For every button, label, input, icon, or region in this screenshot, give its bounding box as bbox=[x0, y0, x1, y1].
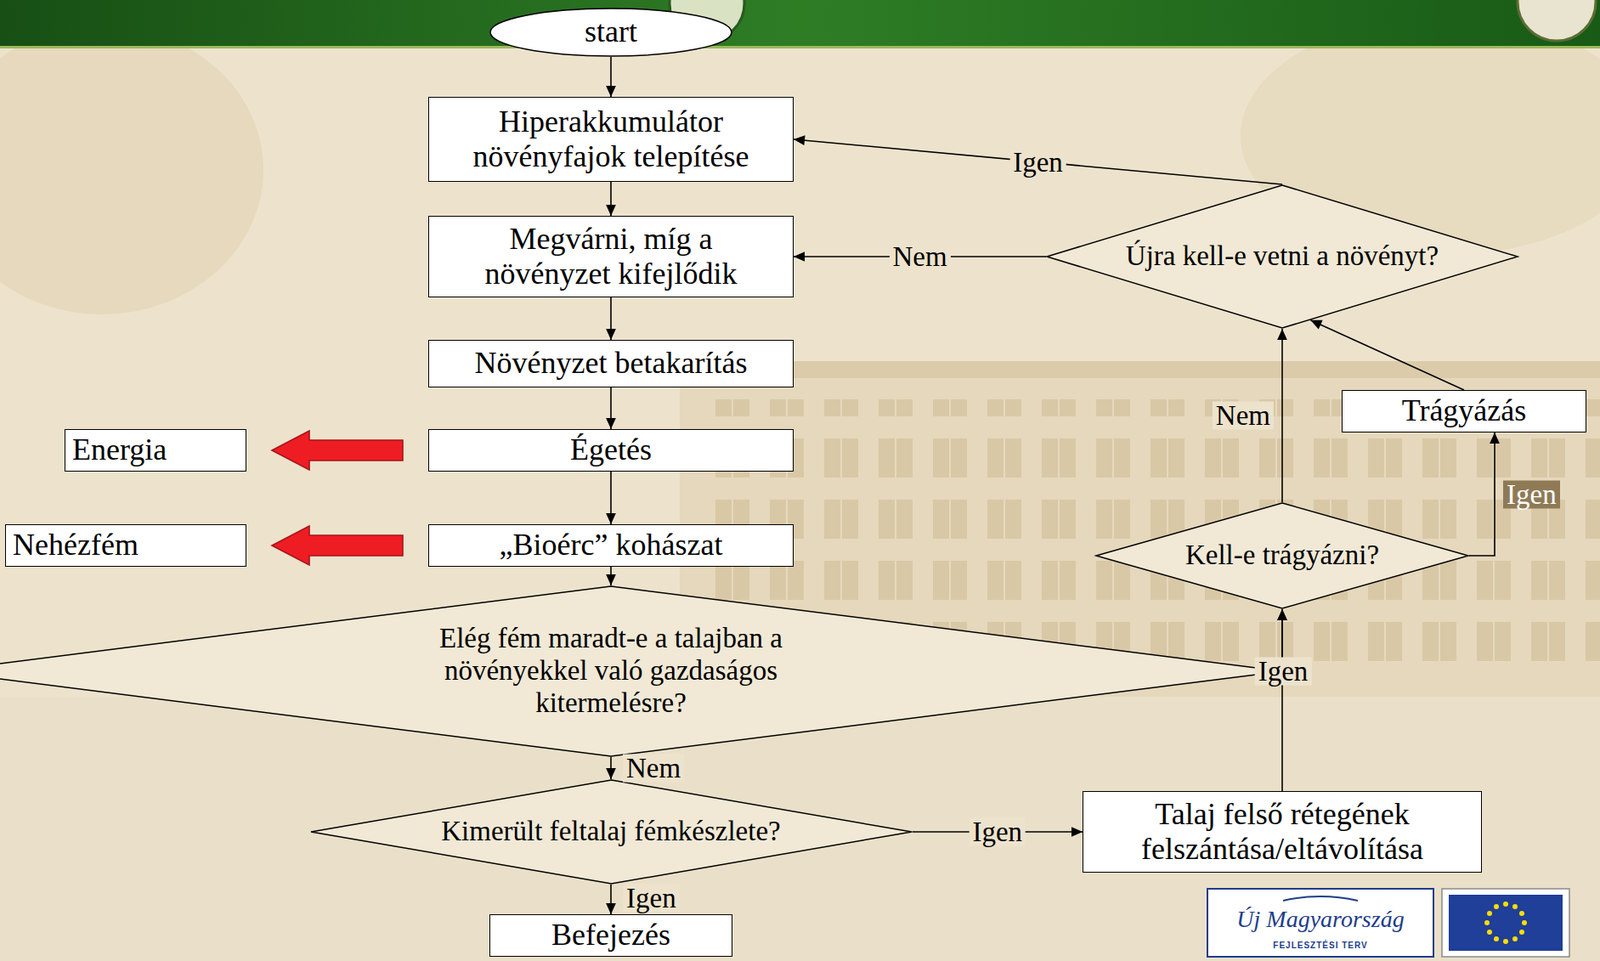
tree-shade bbox=[0, 25, 264, 315]
decision-diamond: Újra kell-e vetni a növényt? bbox=[1045, 184, 1519, 329]
process-box: Növényzet betakarítás bbox=[428, 339, 794, 388]
process-box: „Bioérc” kohászat bbox=[428, 524, 794, 567]
university-seal bbox=[1517, 0, 1596, 41]
decision-diamond-shape bbox=[1096, 503, 1469, 609]
node-text: Talaj felső rétegének felszántása/eltávo… bbox=[1095, 797, 1470, 868]
node-text: Kimerült feltalaj fémkészlete? bbox=[440, 815, 781, 849]
edge-label: Igen bbox=[1503, 480, 1561, 509]
eu-star bbox=[1512, 904, 1518, 910]
decision-diamond-shape bbox=[0, 586, 1284, 757]
flow-arrow bbox=[610, 884, 612, 915]
node-text: Trágyázás bbox=[1402, 393, 1527, 429]
node-text: Energia bbox=[72, 432, 167, 468]
edge-label: Igen bbox=[1009, 147, 1067, 176]
logo-frame bbox=[1207, 888, 1434, 957]
node-text: „Bioérc” kohászat bbox=[499, 527, 724, 563]
connectors bbox=[271, 56, 1495, 915]
flow-arrow bbox=[610, 181, 612, 216]
eu-star bbox=[1519, 929, 1525, 935]
output-arrow bbox=[271, 430, 403, 470]
decision-diamond: Kell-e trágyázni? bbox=[1095, 502, 1470, 610]
flag-frame bbox=[1441, 888, 1570, 957]
eu-stars bbox=[1484, 901, 1527, 945]
edge-label: Nem bbox=[888, 243, 950, 272]
output-arrow bbox=[271, 525, 403, 566]
node-text: Kell-e trágyázni? bbox=[1185, 539, 1380, 572]
eu-star bbox=[1486, 910, 1493, 916]
end-terminal: Befejezés bbox=[489, 914, 733, 957]
eu-star bbox=[1484, 920, 1490, 926]
header-band bbox=[0, 0, 1600, 46]
logo-title: Új Magyarország bbox=[1236, 906, 1404, 933]
node-text: Újra kell-e vetni a növényt? bbox=[1125, 240, 1439, 273]
node-text: Megvárni, míg a növényzet kifejlődik bbox=[466, 221, 756, 293]
eu-star bbox=[1521, 920, 1527, 926]
decision-diamond-shape bbox=[1046, 185, 1518, 328]
flow-arrow bbox=[610, 56, 612, 97]
flow-arrow bbox=[1281, 609, 1284, 792]
flow-arrow bbox=[793, 139, 1283, 185]
flow-arrow bbox=[610, 387, 612, 430]
decision-diamond: Kimerült feltalaj fémkészlete? bbox=[310, 779, 913, 885]
process-box: Trágyázás bbox=[1341, 390, 1587, 433]
process-box: Égetés bbox=[428, 429, 794, 472]
eu-star bbox=[1503, 938, 1509, 945]
eu-star bbox=[1512, 936, 1518, 942]
process-box: Talaj felső rétegének felszántása/eltávo… bbox=[1082, 791, 1482, 873]
node-text: Befejezés bbox=[551, 917, 671, 953]
eu-star bbox=[1519, 910, 1525, 916]
node-text: Növényzet betakarítás bbox=[474, 345, 748, 381]
eu-star bbox=[1493, 904, 1499, 910]
header-rule bbox=[0, 45, 1600, 49]
output-box: Nehézfém bbox=[5, 524, 247, 567]
flow-arrow bbox=[610, 757, 612, 780]
flow-arrow bbox=[610, 297, 612, 340]
logo-arc bbox=[1283, 896, 1358, 901]
edge-label: Igen bbox=[1255, 657, 1312, 686]
edge-label: Igen bbox=[968, 818, 1026, 847]
decision-diamond: Elég fém maradt-e a talajban a növényekk… bbox=[0, 585, 1284, 758]
process-box: Megvárni, míg a növényzet kifejlődik bbox=[428, 215, 794, 298]
node-text: Nehézfém bbox=[12, 527, 139, 563]
flow-arrow bbox=[1281, 328, 1284, 503]
edge-label: Igen bbox=[622, 883, 680, 912]
eu-flag bbox=[1448, 894, 1563, 951]
start-terminal: start bbox=[489, 7, 733, 57]
flow-arrow bbox=[1310, 320, 1465, 391]
flow-arrow bbox=[610, 471, 612, 525]
lawn bbox=[0, 696, 1600, 961]
edge-label: Nem bbox=[622, 754, 685, 783]
node-text: Égetés bbox=[570, 432, 652, 468]
output-box: Energia bbox=[64, 429, 247, 472]
terminal-ellipse bbox=[490, 8, 732, 57]
logo-subtitle: FEJLESZTÉSI TERV bbox=[1272, 940, 1368, 950]
eu-star bbox=[1486, 929, 1493, 935]
process-box: Hiperakkumulátor növényfajok telepítése bbox=[428, 96, 794, 182]
programme-logo bbox=[1207, 888, 1570, 957]
edge-label: Nem bbox=[1212, 401, 1274, 430]
decision-diamond-shape bbox=[310, 780, 912, 884]
building-roof bbox=[671, 361, 1600, 379]
eu-star bbox=[1493, 936, 1499, 942]
node-text: start bbox=[584, 14, 638, 50]
node-text: Elég fém maradt-e a talajban a növényekk… bbox=[368, 622, 854, 720]
eu-star bbox=[1503, 901, 1509, 907]
flow-arrow bbox=[1469, 432, 1495, 556]
flow-arrow bbox=[610, 566, 612, 586]
node-text: Hiperakkumulátor növényfajok telepítése bbox=[440, 104, 781, 176]
